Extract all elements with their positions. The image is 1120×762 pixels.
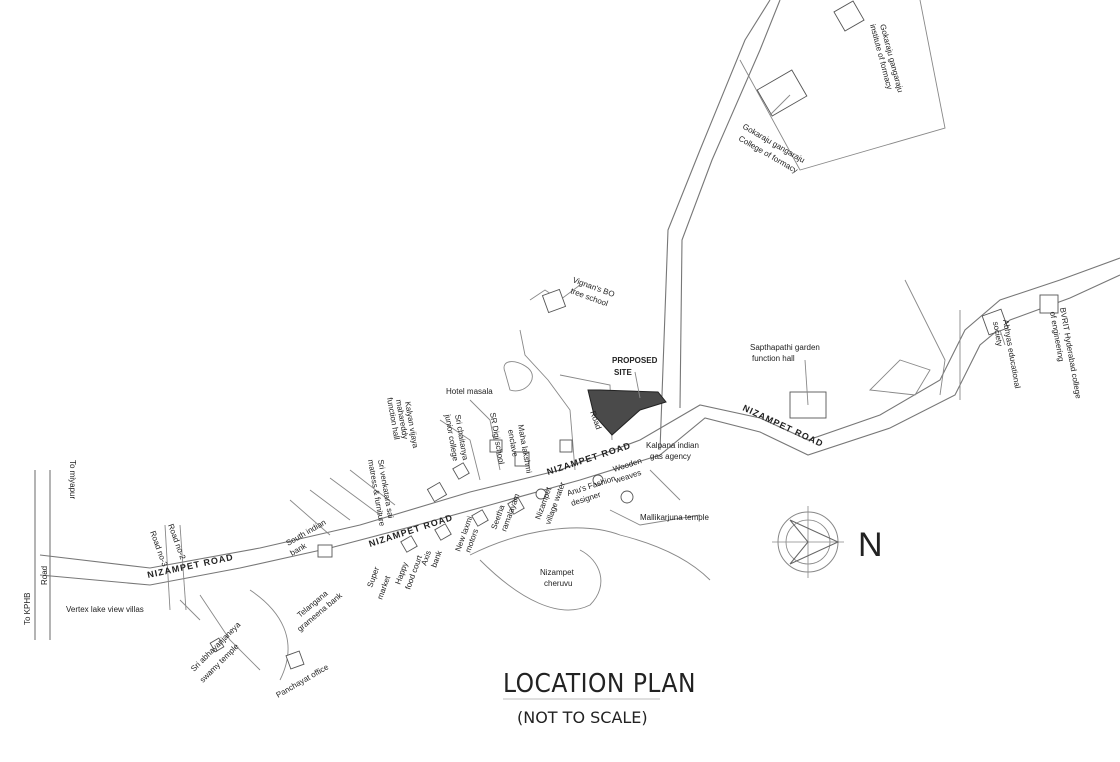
road-label-to-kphb: To KPHB <box>23 593 32 625</box>
landmark-panchayat: Panchayat office <box>275 662 331 700</box>
landmark-axis-2: bank <box>429 548 444 568</box>
page-subtitle: (NOT TO SCALE) <box>517 708 648 727</box>
proposed-site-label-2: SITE <box>614 368 632 377</box>
landmark-abhyas-2: society <box>991 321 1004 347</box>
landmark-nizampet-cheruvu-2: cheruvu <box>544 579 572 588</box>
landmark-super-2: market <box>375 574 392 601</box>
landmark-sapthapathi-2: function hall <box>752 354 795 363</box>
landmark-vertex: Vertex lake view villas <box>66 605 144 614</box>
road-label-to-miyapur: To miyapur <box>68 460 77 499</box>
landmark-hotel-masala: Hotel masala <box>446 387 493 396</box>
east-area <box>789 279 1059 419</box>
landmark-nizampet-cheruvu: Nizampet <box>540 568 575 577</box>
landmark-south-indian: South indian <box>285 518 328 548</box>
south-side-streets <box>179 469 711 681</box>
north-road <box>659 0 781 451</box>
map-title: LOCATION PLAN (NOT TO SCALE) <box>503 669 696 727</box>
road-label-no2: Road no-2 <box>166 523 187 562</box>
landmark-mallikarjuna: Mallikarjuna temple <box>640 513 709 522</box>
landmark-sapthapathi: Sapthapathi garden <box>750 343 820 352</box>
landmark-kalpana: Kalpana indian <box>646 441 699 450</box>
nizampet-road <box>39 257 1120 586</box>
north-label: N <box>858 526 883 564</box>
landmark-kalpana-2: gas agency <box>650 452 691 461</box>
north-arrow: N <box>772 506 883 578</box>
proposed-site: PROPOSED SITE Road <box>587 356 667 436</box>
landmark-abhyas: Abhyas educational <box>1001 319 1022 390</box>
proposed-site-label: PROPOSED <box>612 356 658 365</box>
north-side-streets <box>289 284 613 536</box>
page-title: LOCATION PLAN <box>503 669 696 699</box>
road-label-left: Road <box>40 566 49 585</box>
west-roads <box>34 470 187 640</box>
landmark-labels: Gokaraju gangaraju institute of formacy … <box>66 23 1083 700</box>
landmark-sr-digi: SR Digi school <box>488 412 506 465</box>
gokaraju-campus <box>739 0 946 171</box>
